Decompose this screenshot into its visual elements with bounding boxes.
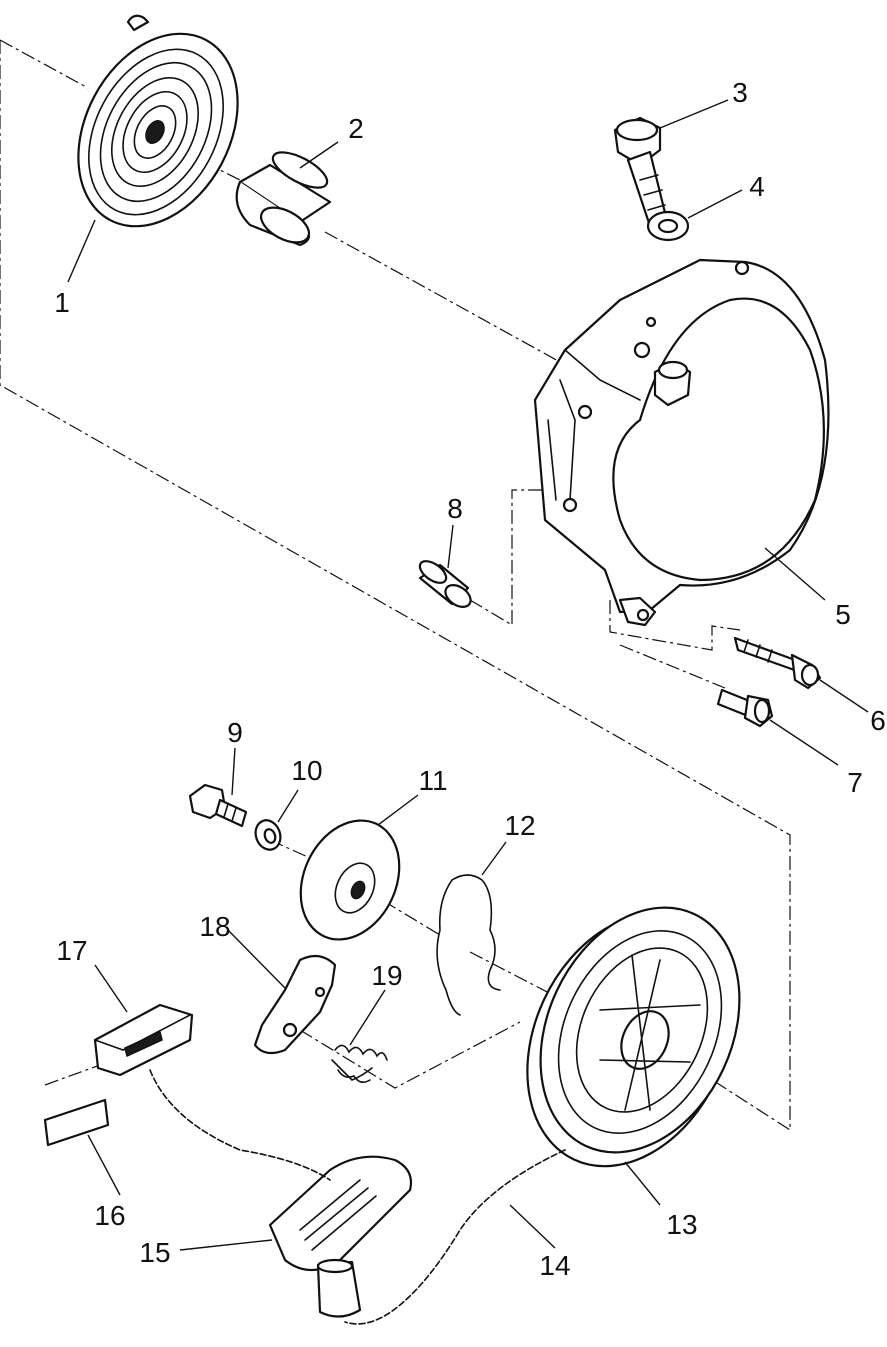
starter-housing bbox=[533, 258, 830, 627]
callout-numbers: 1 2 3 4 5 6 7 8 9 10 11 12 13 14 15 16 1… bbox=[54, 77, 886, 1281]
spring-clip bbox=[436, 874, 501, 1016]
callout-16: 16 bbox=[94, 1200, 125, 1231]
callout-3: 3 bbox=[732, 77, 748, 108]
starter-rope bbox=[344, 1149, 566, 1325]
callout-17: 17 bbox=[56, 935, 87, 966]
callout-14: 14 bbox=[539, 1250, 570, 1281]
callout-4: 4 bbox=[749, 171, 765, 202]
starter-reel bbox=[526, 906, 741, 1168]
collar bbox=[418, 560, 472, 609]
bushing bbox=[235, 151, 332, 247]
callout-8: 8 bbox=[447, 493, 463, 524]
washer bbox=[646, 210, 690, 242]
callout-2: 2 bbox=[348, 113, 364, 144]
callout-9: 9 bbox=[227, 717, 243, 748]
callout-18: 18 bbox=[199, 911, 230, 942]
callout-6: 6 bbox=[870, 705, 886, 736]
callout-13: 13 bbox=[666, 1209, 697, 1240]
washer-small bbox=[254, 819, 282, 851]
callout-7: 7 bbox=[847, 767, 863, 798]
bolt-housing bbox=[716, 688, 774, 728]
callout-11: 11 bbox=[418, 765, 447, 796]
friction-plate bbox=[299, 819, 401, 941]
bolt-small bbox=[188, 783, 248, 828]
callout-19: 19 bbox=[371, 960, 402, 991]
screw bbox=[733, 636, 822, 690]
callout-15: 15 bbox=[139, 1237, 170, 1268]
starter-handle bbox=[268, 1155, 413, 1318]
ratchet-pawl bbox=[253, 954, 337, 1055]
handle-grip bbox=[93, 1003, 331, 1181]
handle-insert bbox=[43, 1098, 110, 1147]
callout-10: 10 bbox=[291, 755, 322, 786]
bolt bbox=[613, 116, 670, 234]
leader-lines bbox=[67, 99, 869, 1251]
callout-1: 1 bbox=[54, 287, 70, 318]
recoil-spring bbox=[77, 14, 239, 228]
callout-5: 5 bbox=[835, 599, 851, 630]
pawl-spring bbox=[331, 1044, 388, 1084]
callout-12: 12 bbox=[504, 810, 535, 841]
